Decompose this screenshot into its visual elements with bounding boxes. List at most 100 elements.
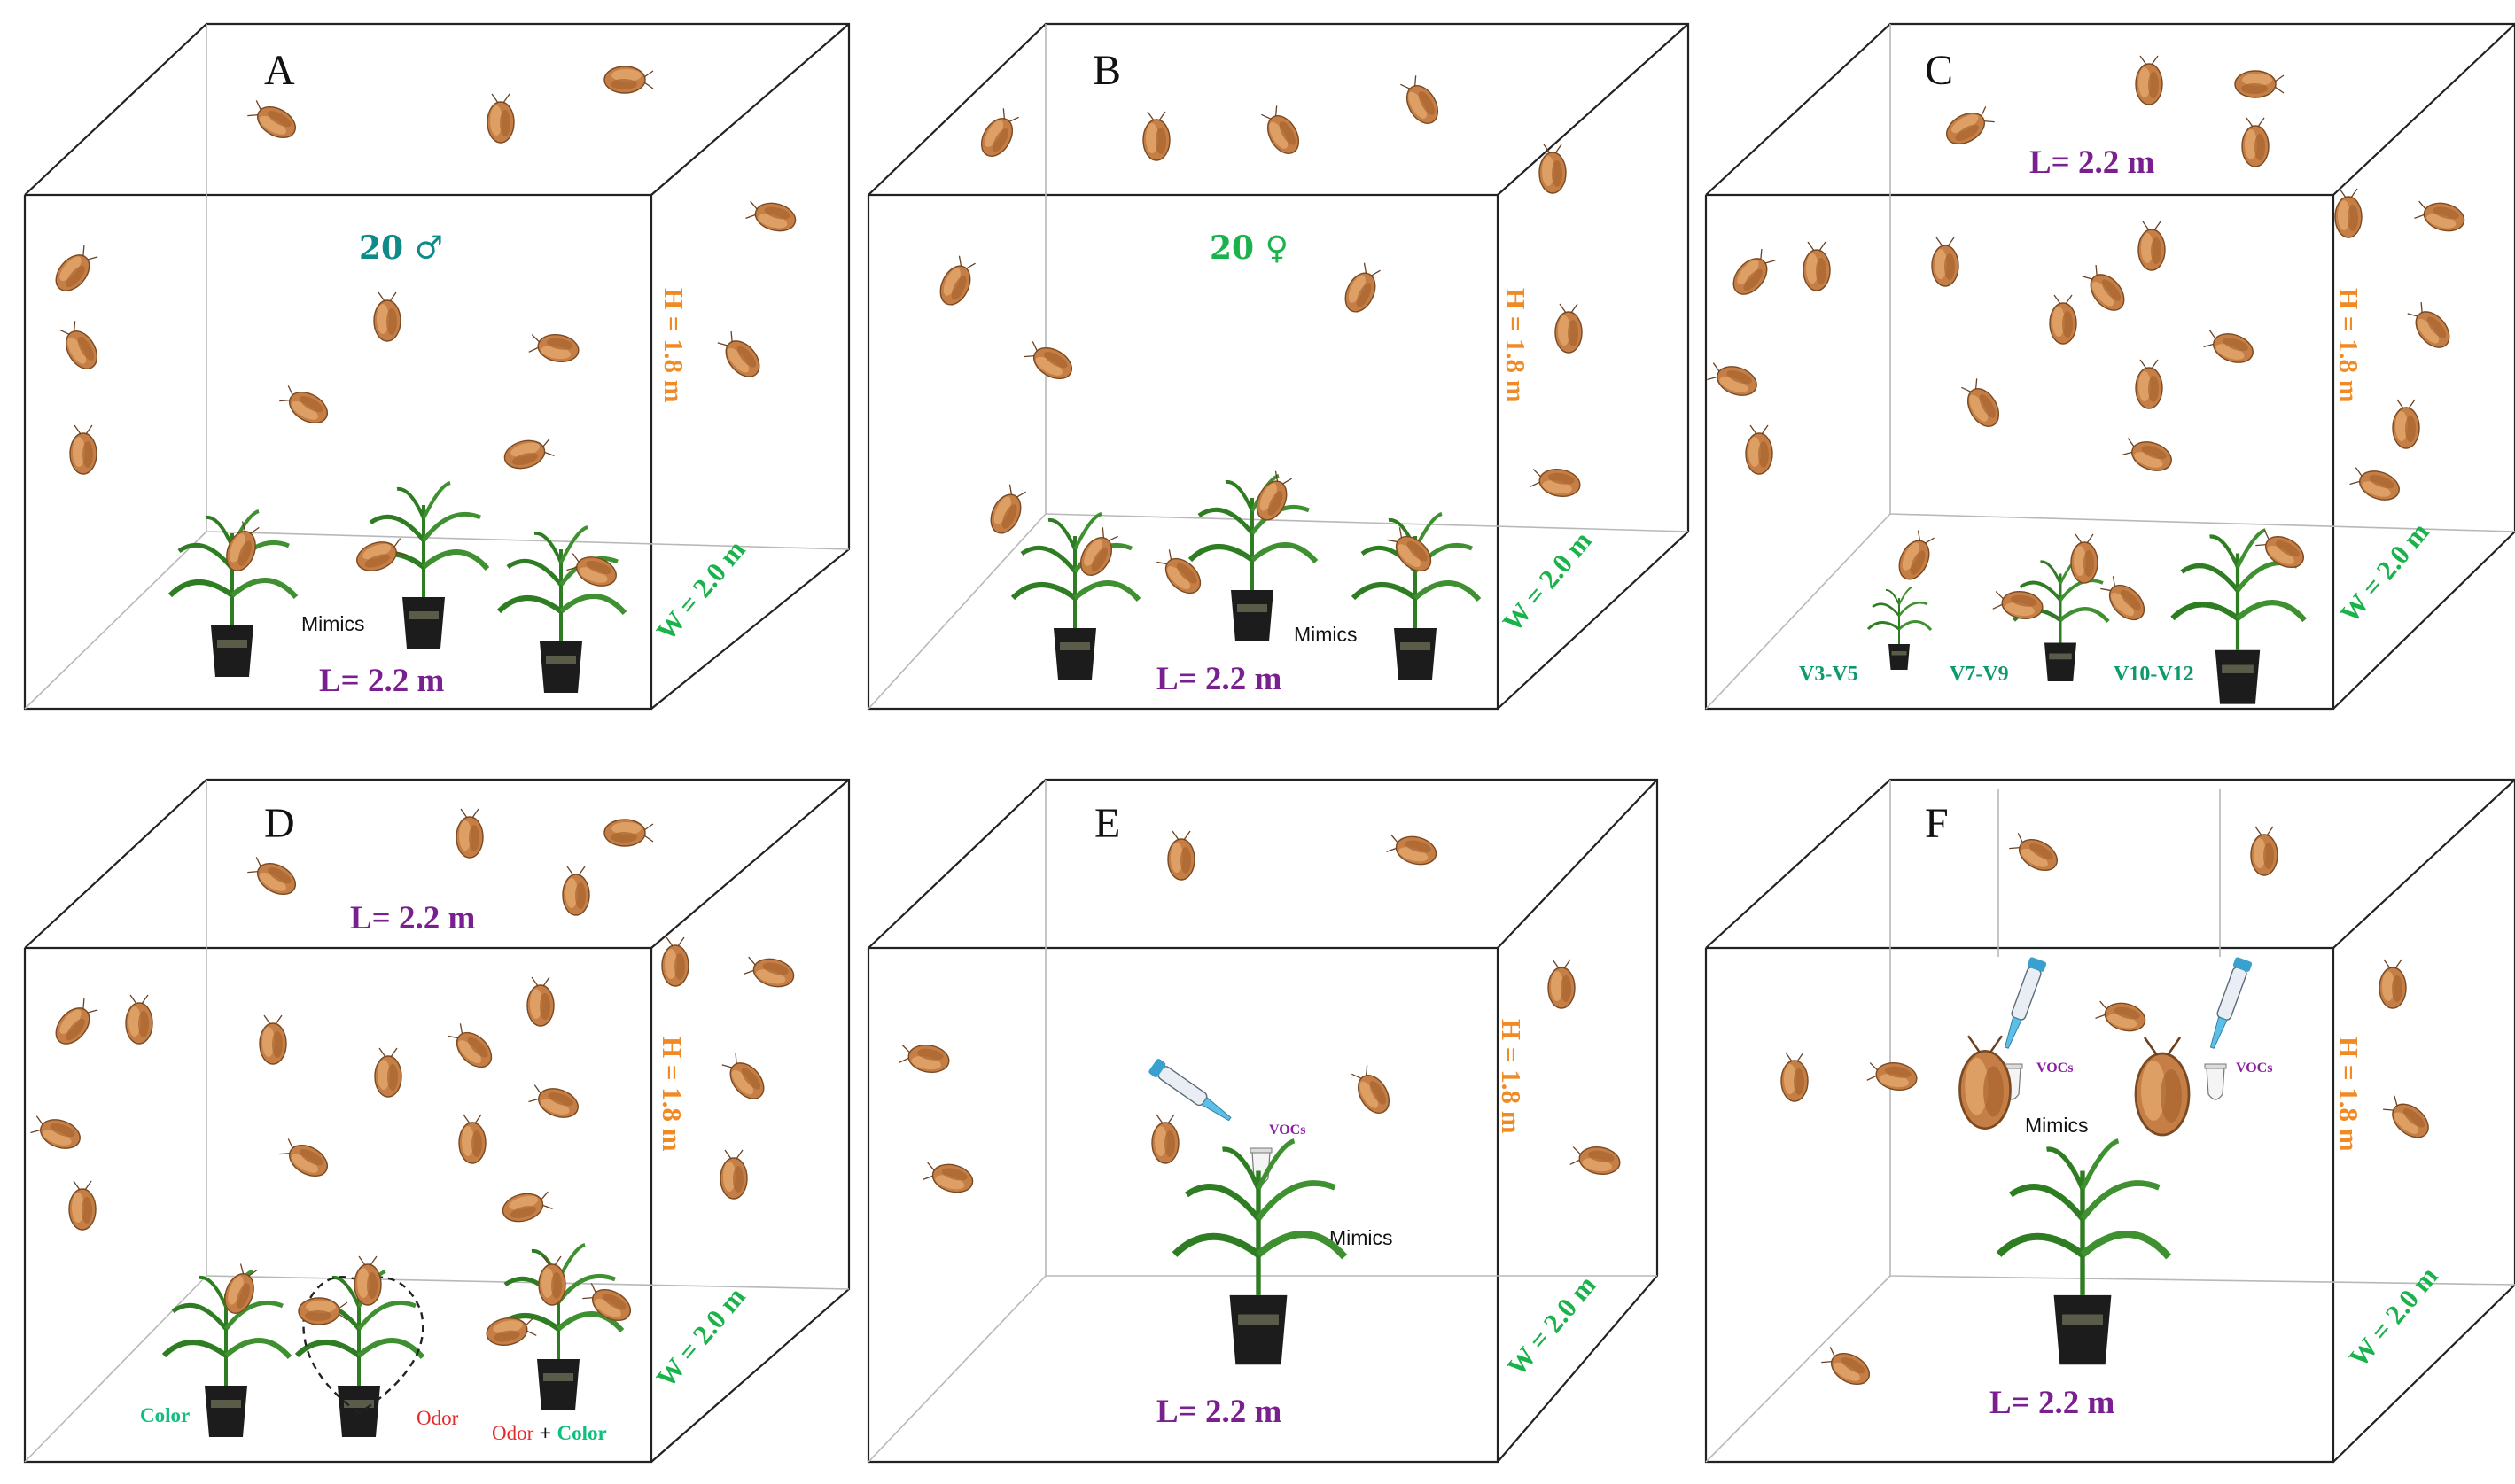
moth (1547, 959, 1576, 1009)
moth (49, 242, 102, 298)
moth (720, 1149, 748, 1200)
moth (245, 852, 302, 902)
moth (2379, 1092, 2435, 1145)
moth (744, 196, 799, 237)
width-label: W = 2.0 m (650, 534, 751, 647)
vocs-label: VOCs (1269, 1123, 1305, 1138)
moth (526, 1080, 583, 1123)
panel-letter: A (264, 47, 295, 94)
length-label: L= 2.2 m (319, 663, 445, 699)
moth (487, 93, 515, 144)
height-label: H = 1.8 m (1500, 288, 1531, 403)
width-label: W = 2.0 m (1497, 525, 1598, 638)
moth (898, 1039, 952, 1076)
moth (1554, 303, 1583, 354)
moth (456, 808, 484, 859)
moth (1940, 102, 1997, 152)
moth (1957, 376, 2006, 433)
width-label: W = 2.0 m (2343, 1261, 2444, 1373)
mimics-label: Mimics (2025, 1114, 2089, 1137)
moth (1705, 358, 1762, 401)
mimics-label: Mimics (1294, 623, 1358, 646)
moth (501, 433, 557, 474)
cage-b (867, 22, 1690, 711)
moth (49, 995, 102, 1051)
panel-e: E H = 1.8 m W = 2.0 m L= 2.2 m Mimics VO… (867, 778, 1659, 1464)
moth (1151, 1114, 1180, 1164)
moth (1569, 1141, 1623, 1178)
moth (921, 1157, 977, 1198)
maize-plant (1999, 1141, 2169, 1364)
height-label: H = 1.8 m (658, 288, 689, 403)
cage-d (23, 778, 851, 1464)
color-label: Color (140, 1404, 190, 1426)
moth (974, 105, 1024, 163)
height-label: H = 1.8 m (2333, 1037, 2364, 1152)
moth (245, 96, 302, 145)
moth (484, 1312, 538, 1349)
moth (2348, 462, 2404, 506)
width-label: W = 2.0 m (1501, 1270, 1602, 1382)
cage-a (23, 22, 851, 711)
length-label: L= 2.2 m (1989, 1385, 2115, 1421)
odor-color-label: Odor + Color (492, 1421, 607, 1444)
moth (125, 994, 153, 1045)
pipette-icon (1997, 955, 2048, 1052)
maize-plant (1013, 514, 1139, 680)
panel-d: D L= 2.2 m H = 1.8 m W = 2.0 m Color Odo… (23, 778, 851, 1464)
moth (68, 1180, 97, 1231)
moth-mimic (2134, 1036, 2191, 1137)
cage-c (1704, 22, 2515, 711)
panel-c: C L= 2.2 m H = 1.8 m W = 2.0 m V3-V5 V7-… (1704, 22, 2515, 711)
mimics-label: Mimics (301, 612, 365, 635)
moth (2392, 399, 2420, 449)
moth (373, 291, 401, 342)
moth (713, 328, 767, 384)
cage-f (1704, 778, 2515, 1464)
stage-label: V3-V5 (1799, 663, 1858, 686)
pipette-icon (1147, 1057, 1236, 1127)
length-label: L= 2.2 m (2029, 144, 2155, 181)
pipette-icon (2203, 955, 2254, 1052)
moth (2234, 70, 2285, 98)
insect-count-label: 20 ♂ (359, 229, 443, 267)
moth (603, 66, 654, 94)
cage-e (867, 778, 1659, 1464)
moth (1892, 527, 1939, 585)
odor-label: Odor (417, 1407, 459, 1429)
moth (1167, 830, 1195, 881)
moth (2250, 826, 2278, 876)
sample-tube-icon (2204, 1063, 2227, 1100)
moth (2135, 55, 2163, 105)
moth (458, 1114, 487, 1164)
moth (374, 1047, 402, 1098)
moth (2379, 959, 2407, 1009)
stage-label: V7-V9 (1950, 663, 2009, 686)
maize-plant-v3-v5 (1866, 586, 1933, 672)
moth (603, 819, 654, 847)
moth (2120, 433, 2176, 477)
moth (1865, 1057, 1919, 1094)
moth (2070, 533, 2098, 584)
moth (2135, 359, 2163, 409)
moth (2334, 188, 2363, 238)
maize-plant (499, 527, 625, 693)
stage-label: V10-V12 (2114, 663, 2194, 686)
vocs-label: VOCs (2036, 1061, 2073, 1076)
height-label: H = 1.8 m (2333, 288, 2364, 403)
moth (1538, 144, 1567, 194)
length-label: L= 2.2 m (1156, 661, 1282, 697)
moth (444, 1020, 499, 1075)
moth (526, 976, 555, 1027)
moth (1021, 337, 1078, 386)
moth (1142, 111, 1171, 161)
moth (1818, 1342, 1876, 1392)
panel-letter: F (1925, 800, 1949, 847)
panel-b: B 20 ♀ H = 1.8 m W = 2.0 m L= 2.2 m Mimi… (867, 22, 1690, 711)
moth (1991, 586, 2045, 623)
moth (69, 424, 97, 475)
moth (1780, 1052, 1809, 1102)
moth (2049, 294, 2077, 345)
moth (1396, 73, 1445, 130)
width-label: W = 2.0 m (2334, 517, 2435, 629)
